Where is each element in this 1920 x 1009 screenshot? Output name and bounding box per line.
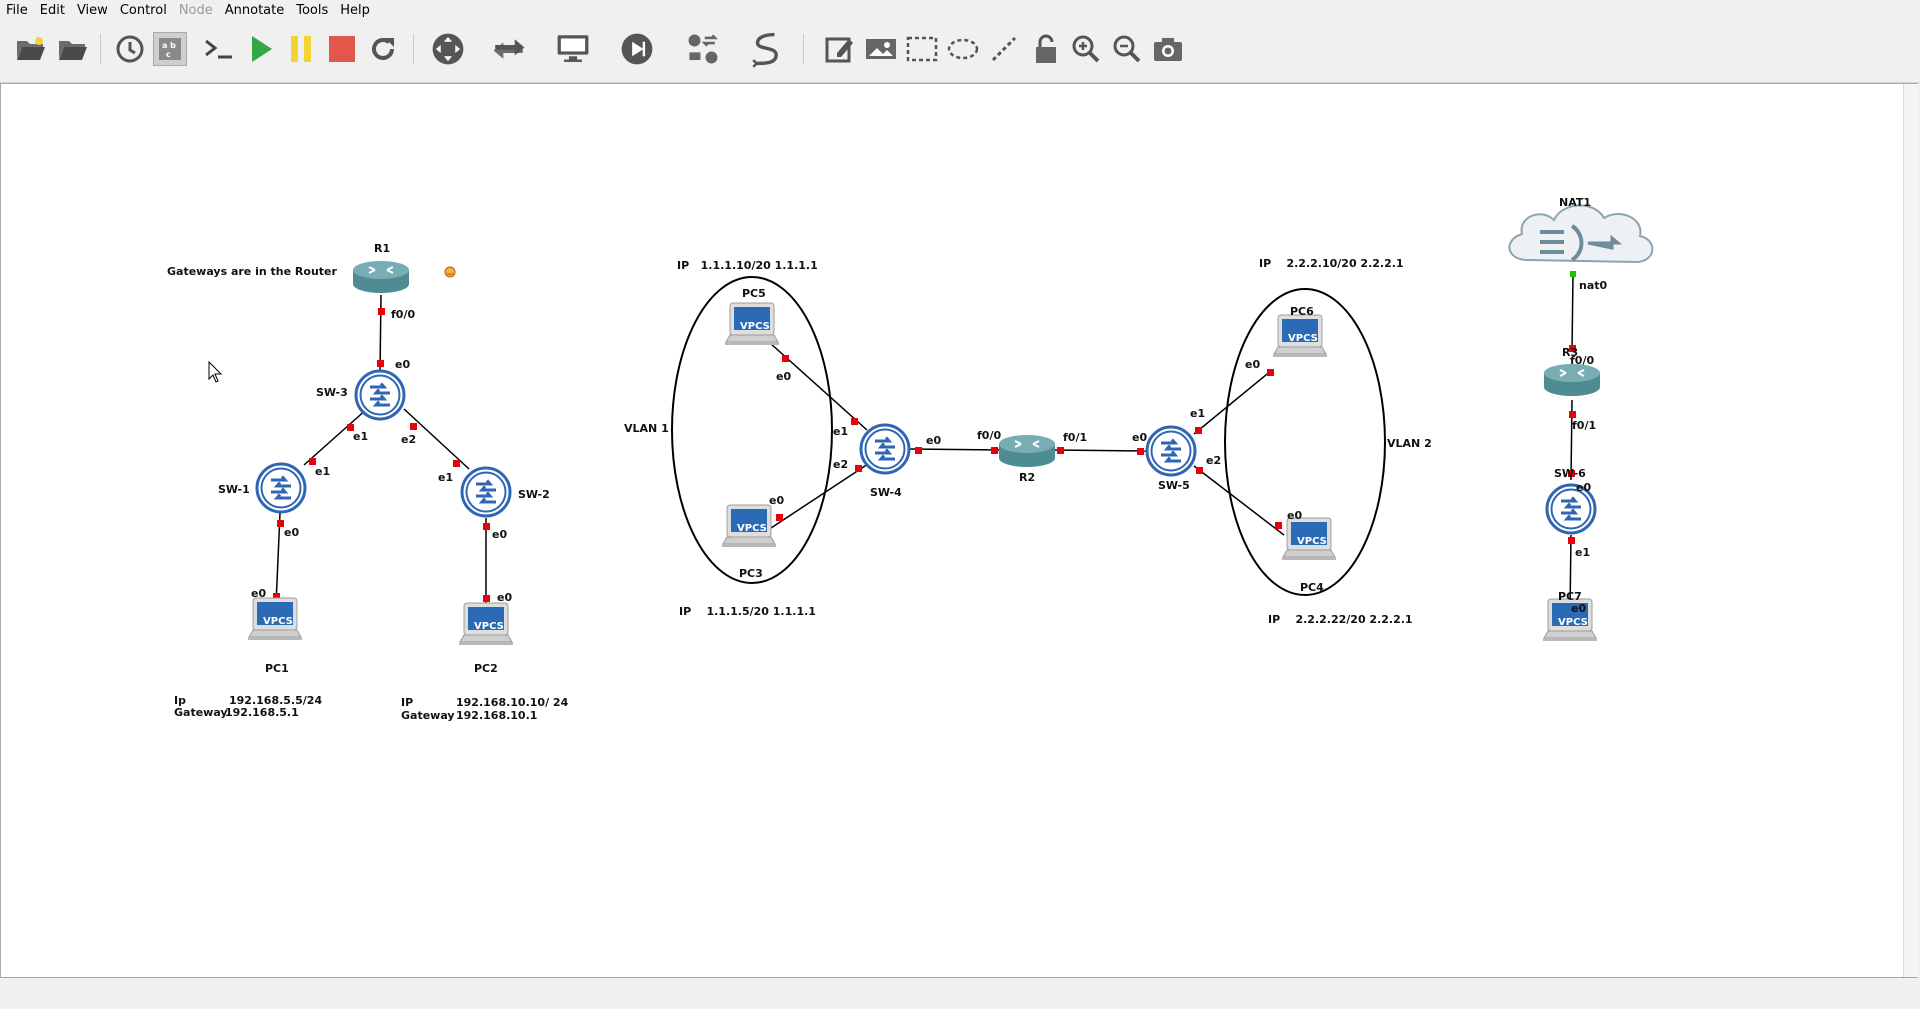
browse-security-icon[interactable] (620, 32, 654, 66)
vertical-scrollbar[interactable] (1903, 84, 1918, 977)
console-icon[interactable] (202, 32, 236, 66)
draw-ellipse-icon[interactable] (946, 32, 980, 66)
screenshot-icon[interactable] (1151, 32, 1185, 66)
draw-line-icon[interactable] (987, 32, 1021, 66)
topology-canvas[interactable] (0, 83, 1918, 978)
menu-annotate[interactable]: Annotate (224, 2, 285, 18)
browse-switches-icon[interactable] (492, 32, 526, 66)
menu-control[interactable]: Control (119, 2, 167, 18)
menu-edit[interactable]: Edit (39, 2, 65, 18)
menu-bar: File Edit View Control Node Annotate Too… (0, 0, 1920, 20)
add-note-icon[interactable] (823, 32, 857, 66)
open-folder-icon[interactable] (56, 32, 90, 66)
open-project-icon[interactable] (14, 32, 48, 66)
stop-icon[interactable] (325, 32, 359, 66)
browse-routers-icon[interactable] (431, 32, 465, 66)
menu-file[interactable]: File (6, 2, 28, 18)
menu-tools[interactable]: Tools (296, 2, 329, 18)
menu-view[interactable]: View (76, 2, 108, 18)
lock-icon[interactable] (1029, 32, 1063, 66)
menu-help[interactable]: Help (340, 2, 370, 18)
browse-all-devices-icon[interactable] (686, 32, 720, 66)
status-bar (0, 980, 1920, 1009)
menu-node[interactable]: Node (178, 2, 213, 18)
reload-icon[interactable] (366, 32, 400, 66)
snapshot-icon[interactable] (113, 32, 147, 66)
browse-end-devices-icon[interactable] (556, 32, 590, 66)
insert-picture-icon[interactable] (864, 32, 898, 66)
zoom-out-icon[interactable] (1110, 32, 1144, 66)
suspend-icon[interactable] (284, 32, 318, 66)
start-icon[interactable] (244, 32, 278, 66)
draw-rectangle-icon[interactable] (905, 32, 939, 66)
svg-text:a b: a b (162, 41, 176, 50)
add-link-icon[interactable] (749, 32, 783, 68)
zoom-in-icon[interactable] (1069, 32, 1103, 66)
svg-text:c: c (166, 50, 171, 59)
